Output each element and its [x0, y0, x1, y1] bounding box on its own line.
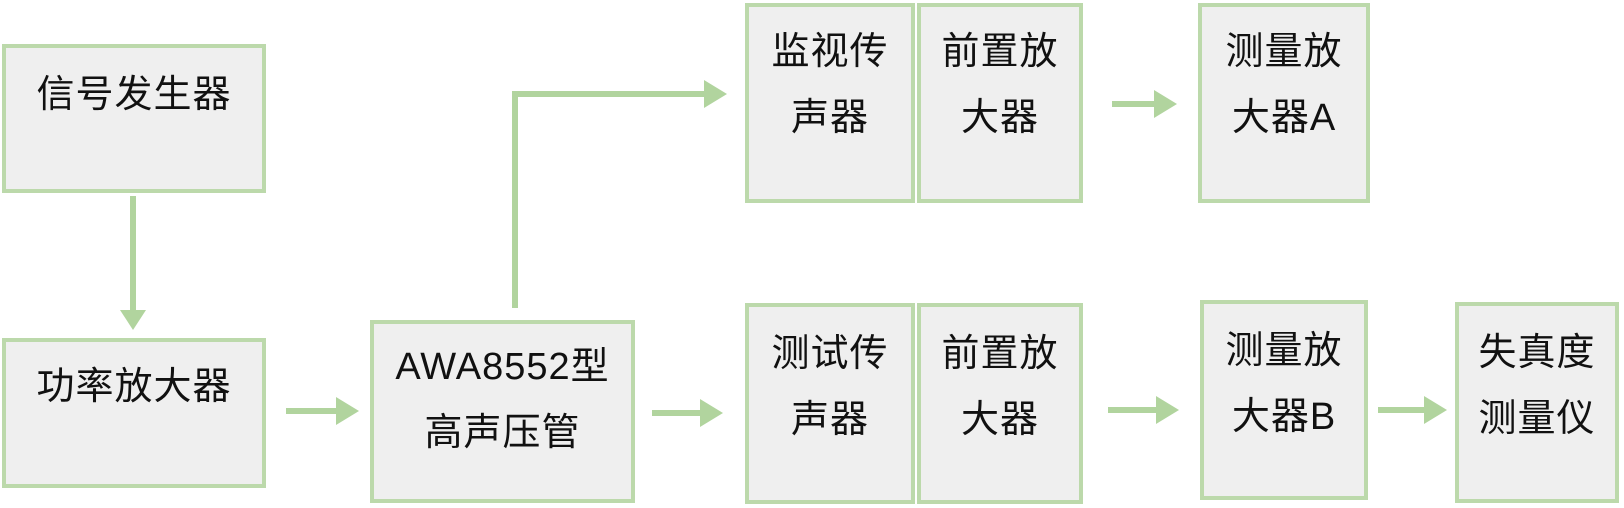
node-label-line: 大器 — [960, 399, 1039, 441]
arrowhead-right-icon — [336, 397, 359, 425]
node-label: 前置放 大器 — [921, 307, 1079, 453]
arrowhead-right-icon — [704, 80, 727, 108]
node-label: 监视传 声器 — [749, 7, 911, 151]
arrow-preamp-top-to-measa — [1112, 101, 1156, 107]
node-label-line: 测量仪 — [1478, 398, 1596, 440]
node-label-line: 失真度 — [1478, 332, 1596, 374]
node-label: AWA8552型 高声压管 — [374, 324, 631, 466]
node-label-line: 测量放 — [1225, 330, 1343, 372]
node-label-line: 前置放 — [941, 31, 1059, 73]
node-measuring-amplifier-b: 测量放 大器B — [1200, 300, 1368, 500]
arrow-awa-to-testmic — [652, 410, 702, 416]
node-label: 前置放 大器 — [921, 7, 1079, 151]
node-measuring-amplifier-a: 测量放 大器A — [1198, 3, 1370, 203]
node-monitor-microphone: 监视传 声器 — [745, 3, 915, 203]
arrowhead-right-icon — [1156, 396, 1179, 424]
node-label: 测试传 声器 — [749, 307, 911, 453]
node-label-line: 测试传 — [771, 333, 889, 375]
node-label-line: 测量放 — [1225, 31, 1343, 73]
arrowhead-right-icon — [1154, 90, 1177, 118]
arrowhead-down-icon — [120, 310, 146, 330]
arrow-awa-to-monitor-horizontal — [512, 91, 705, 97]
node-label-line: 功率放大器 — [36, 366, 232, 408]
arrow-awa-to-monitor-vertical — [512, 91, 518, 308]
node-label-line: 前置放 — [941, 333, 1059, 375]
node-label-line: 信号发生器 — [36, 74, 232, 116]
node-label-line: 大器 — [960, 97, 1039, 139]
node-label-line: 大器B — [1231, 396, 1337, 438]
arrowhead-right-icon — [1424, 396, 1447, 424]
node-preamplifier-bottom: 前置放 大器 — [917, 303, 1083, 504]
arrowhead-right-icon — [700, 399, 723, 427]
arrow-preamp-bottom-to-measb — [1108, 407, 1158, 413]
node-label-line: AWA8552型 — [395, 346, 610, 388]
node-label: 测量放 大器B — [1204, 304, 1364, 450]
node-label: 功率放大器 — [6, 342, 262, 420]
node-test-microphone: 测试传 声器 — [745, 303, 915, 504]
node-label-line: 声器 — [790, 97, 869, 139]
node-label-line: 监视传 — [771, 31, 889, 73]
node-label-line: 大器A — [1231, 97, 1337, 139]
node-label: 测量放 大器A — [1202, 7, 1366, 151]
arrow-power-to-awa — [286, 408, 338, 414]
node-preamplifier-top: 前置放 大器 — [917, 3, 1083, 203]
node-awa8552-tube: AWA8552型 高声压管 — [370, 320, 635, 503]
arrow-signal-to-power — [130, 196, 136, 312]
node-distortion-meter: 失真度 测量仪 — [1455, 302, 1619, 503]
node-label-line: 声器 — [790, 399, 869, 441]
arrow-measb-to-distortion — [1378, 407, 1426, 413]
node-power-amplifier: 功率放大器 — [2, 338, 266, 488]
node-label-line: 高声压管 — [424, 412, 581, 454]
node-label: 信号发生器 — [6, 48, 262, 128]
node-signal-generator: 信号发生器 — [2, 44, 266, 193]
node-label: 失真度 测量仪 — [1459, 306, 1615, 452]
